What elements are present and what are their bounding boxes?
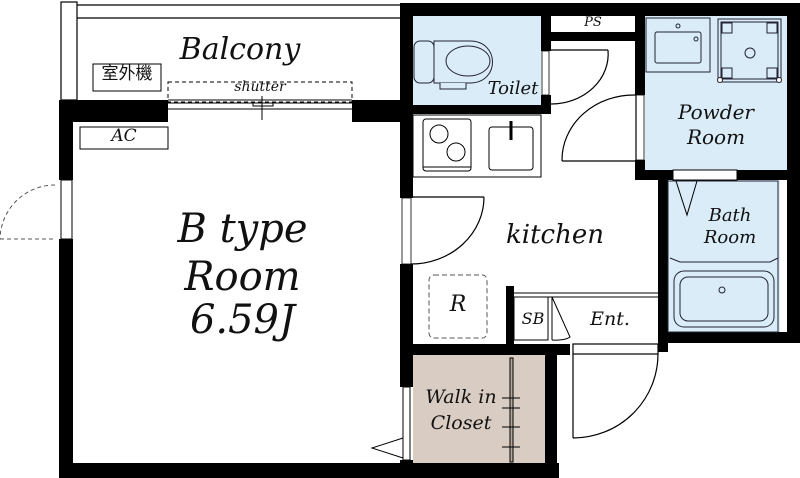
wall-top-right bbox=[403, 3, 800, 16]
wall-bath-bottom bbox=[658, 332, 800, 343]
walk-in-closet-label-line2: Closet bbox=[430, 412, 492, 434]
toilet-fixture bbox=[413, 40, 493, 90]
bath-room-area bbox=[668, 180, 780, 332]
closet-rod bbox=[502, 357, 520, 463]
walk-in-closet-area bbox=[413, 355, 545, 463]
walk-in-closet-label-line1: Walk in bbox=[425, 386, 497, 408]
shoe-box-label: SB bbox=[521, 309, 545, 328]
wall-ps-bottom bbox=[541, 32, 645, 41]
wall-bottom bbox=[59, 463, 559, 478]
bathtub bbox=[667, 180, 779, 333]
room-size-label: 6.59J bbox=[189, 297, 296, 343]
wall-left-bottom bbox=[59, 239, 73, 478]
outdoor-unit-box bbox=[92, 63, 162, 92]
refrigerator-space bbox=[428, 274, 488, 339]
ps-label: PS bbox=[584, 15, 602, 30]
powder-fixtures bbox=[645, 17, 782, 83]
wall-powder-bottom bbox=[635, 170, 673, 180]
powder-room-label-line1: Powder bbox=[677, 100, 754, 124]
kitchen-door bbox=[401, 196, 485, 265]
ps-box bbox=[551, 16, 635, 32]
wall-closet-right bbox=[545, 344, 557, 478]
powder-room-area bbox=[645, 16, 787, 170]
shutter-label: shutter bbox=[234, 79, 286, 95]
wall-sb-stub bbox=[506, 286, 514, 348]
refrigerator-label: R bbox=[449, 292, 467, 317]
wall-toilet-bottom bbox=[400, 105, 550, 114]
kitchen-counter bbox=[412, 114, 542, 178]
wall-middle-vertical-top bbox=[400, 3, 413, 198]
wall-toilet-right-2 bbox=[541, 95, 551, 114]
wall-powder-bottom-2 bbox=[737, 170, 800, 180]
entrance-door bbox=[572, 343, 659, 439]
bath-room-label-line1: Bath bbox=[708, 205, 752, 226]
toilet-door bbox=[541, 49, 609, 105]
wall-toilet-right bbox=[541, 3, 551, 51]
powder-room-label-line2: Room bbox=[686, 125, 746, 149]
powder-room-door bbox=[561, 94, 645, 162]
entrance-fixtures bbox=[513, 292, 658, 341]
outdoor-unit-label: 室外機 bbox=[101, 64, 153, 84]
wall-kitchen-bottom bbox=[400, 344, 570, 355]
wall-middle-vertical-bottom bbox=[400, 264, 413, 344]
room-type-label: B type bbox=[177, 206, 308, 252]
balcony-railing bbox=[60, 1, 403, 101]
ac-label: AC bbox=[111, 126, 137, 146]
balcony-label: Balcony bbox=[179, 32, 301, 67]
wall-ent-right bbox=[658, 332, 668, 352]
bath-door bbox=[672, 169, 738, 217]
ac-box bbox=[79, 126, 169, 150]
wall-powder-left bbox=[635, 3, 645, 95]
kitchen-label: kitchen bbox=[506, 220, 604, 250]
bath-room-label-line2: Room bbox=[703, 227, 757, 248]
shutter-window bbox=[167, 81, 353, 120]
wall-balcony-right bbox=[352, 100, 407, 122]
wall-bath-left bbox=[658, 170, 668, 342]
left-window bbox=[0, 179, 73, 240]
wall-closet-left-2 bbox=[400, 460, 413, 478]
wall-balcony-left bbox=[59, 100, 168, 122]
toilet-label: Toilet bbox=[487, 78, 539, 99]
room-name-label: Room bbox=[184, 254, 301, 300]
entrance-label: Ent. bbox=[590, 308, 630, 330]
wall-left-top bbox=[59, 100, 73, 180]
closet-door bbox=[370, 386, 411, 461]
